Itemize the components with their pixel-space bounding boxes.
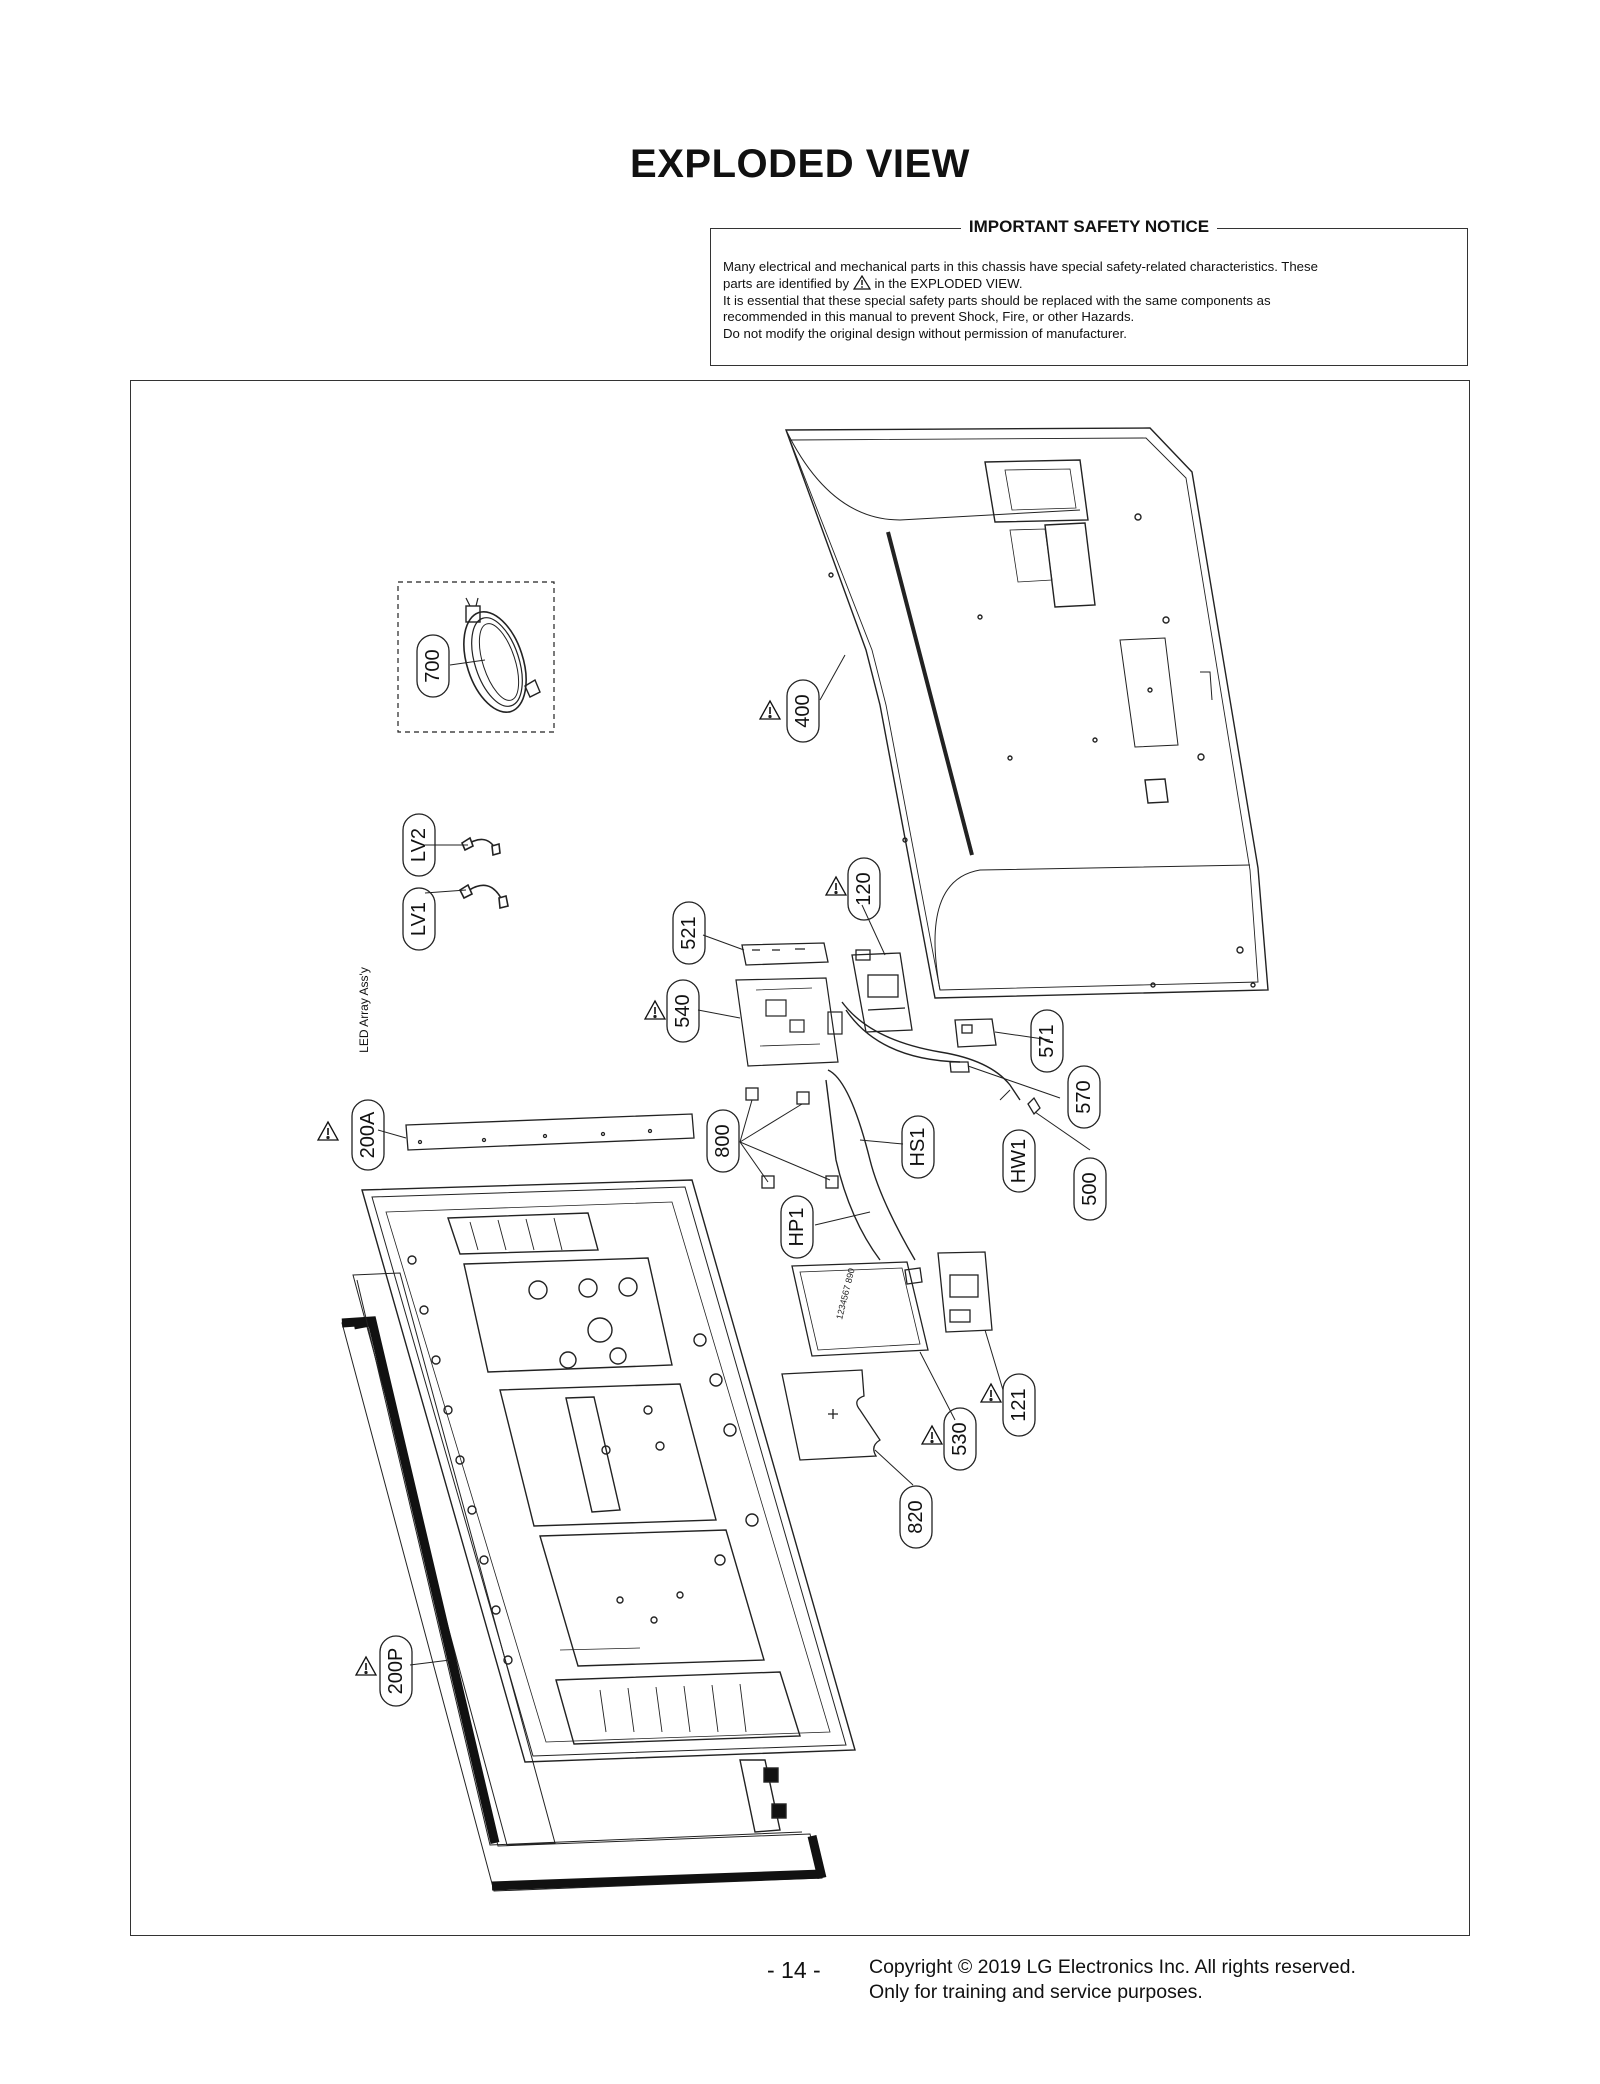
notice-line: Many electrical and mechanical parts in … xyxy=(723,259,1318,274)
training-line: Only for training and service purposes. xyxy=(869,1981,1203,2003)
label-hw1: HW1 xyxy=(1008,1139,1030,1183)
label-800: 800 xyxy=(712,1124,734,1157)
led-array-label: LED Array Ass'y xyxy=(357,967,371,1053)
notice-line: It is essential that these special safet… xyxy=(723,292,1271,308)
callout-571: 571 xyxy=(1030,1009,1064,1073)
warning-triangle-icon xyxy=(317,1121,339,1141)
label-121: 121 xyxy=(1008,1388,1030,1421)
warning-triangle-icon xyxy=(852,275,871,291)
warning-triangle-icon xyxy=(825,876,847,896)
leader-lines xyxy=(377,654,1091,1666)
insulation-sheet-820 xyxy=(781,1369,881,1461)
label-lv2: LV2 xyxy=(408,828,430,862)
page-title: EXPLODED VIEW xyxy=(630,142,970,186)
svg-text:1234567 890: 1234567 890 xyxy=(834,1267,856,1320)
callout-800: 800 xyxy=(706,1109,740,1173)
label-500: 500 xyxy=(1079,1172,1101,1205)
callout-500: 500 xyxy=(1073,1157,1107,1221)
callout-540: 540 xyxy=(666,979,700,1043)
diagram-frame xyxy=(130,380,1470,1936)
screws-800 xyxy=(745,1087,839,1189)
callout-lv2: LV2 xyxy=(402,813,436,877)
safety-notice-box: IMPORTANT SAFETY NOTICE Many electrical … xyxy=(710,217,1468,366)
label-540: 540 xyxy=(672,994,694,1027)
speaker-parts xyxy=(949,1061,1041,1116)
cables-lv xyxy=(458,836,509,910)
callout-570: 570 xyxy=(1067,1065,1101,1129)
warning-triangle-icon xyxy=(759,700,781,720)
callouts: 700 400 LV2 LV1 120 521 540 571 570 200A… xyxy=(317,634,1107,1707)
stand-bracket-521 xyxy=(741,942,829,966)
label-120: 120 xyxy=(853,872,875,905)
callout-hw1: HW1 xyxy=(1002,1129,1036,1193)
backlight-chassis xyxy=(361,1179,856,1833)
copyright-notice: Copyright © 2019 LG Electronics Inc. All… xyxy=(869,1955,1356,2005)
page-number: - 14 - xyxy=(767,1957,821,1983)
led-bar-200a xyxy=(405,1113,695,1151)
callout-700: 700 xyxy=(416,634,450,698)
speaker-board-530: 1234567 890 xyxy=(791,1261,929,1357)
callout-820: 820 xyxy=(899,1485,933,1549)
exploded-view-diagram: 1234567 890 xyxy=(317,427,1269,1892)
callout-530: 530 xyxy=(943,1407,977,1471)
label-571: 571 xyxy=(1036,1024,1058,1057)
label-200a: 200A xyxy=(357,1111,379,1158)
callout-200p: 200P xyxy=(379,1635,413,1707)
label-200p: 200P xyxy=(385,1648,407,1695)
safety-notice-body: Many electrical and mechanical parts in … xyxy=(723,259,1453,342)
copyright-line: Copyright © 2019 LG Electronics Inc. All… xyxy=(869,1956,1356,1978)
notice-line: Do not modify the original design withou… xyxy=(723,325,1127,341)
main-board-540 xyxy=(735,977,843,1067)
notice-line: parts are identified by in the EXPLODED … xyxy=(723,275,1023,292)
callout-200a: 200A xyxy=(351,1099,385,1171)
callout-521: 521 xyxy=(672,901,706,965)
warning-triangle-icon xyxy=(355,1656,377,1676)
callout-400: 400 xyxy=(786,679,820,743)
safety-notice-heading: IMPORTANT SAFETY NOTICE xyxy=(960,217,1218,236)
power-cord-700 xyxy=(397,581,555,733)
notice-line: recommended in this manual to prevent Sh… xyxy=(723,309,1135,325)
warning-triangle-icon xyxy=(644,1000,666,1020)
callout-hs1: HS1 xyxy=(901,1115,935,1179)
wire-harnesses xyxy=(825,1001,1021,1261)
ir-board-571 xyxy=(954,1018,997,1048)
back-cover-400 xyxy=(785,427,1269,999)
callout-120: 120 xyxy=(847,857,881,921)
lcd-panel-200p xyxy=(341,1272,827,1892)
label-570: 570 xyxy=(1073,1080,1095,1113)
callout-121: 121 xyxy=(1002,1373,1036,1437)
callout-hp1: HP1 xyxy=(780,1195,814,1259)
label-530: 530 xyxy=(949,1422,971,1455)
power-supply-121 xyxy=(904,1251,993,1333)
warning-triangle-icon xyxy=(980,1383,1002,1403)
label-700: 700 xyxy=(422,649,444,682)
callout-lv1: LV1 xyxy=(402,887,436,951)
label-lv1: LV1 xyxy=(408,902,430,936)
warning-triangle-icon xyxy=(921,1425,943,1445)
label-hp1: HP1 xyxy=(786,1208,808,1247)
label-400: 400 xyxy=(792,694,814,727)
label-820: 820 xyxy=(905,1500,927,1533)
power-board-120 xyxy=(851,949,913,1033)
label-521: 521 xyxy=(678,916,700,949)
label-hs1: HS1 xyxy=(907,1128,929,1167)
